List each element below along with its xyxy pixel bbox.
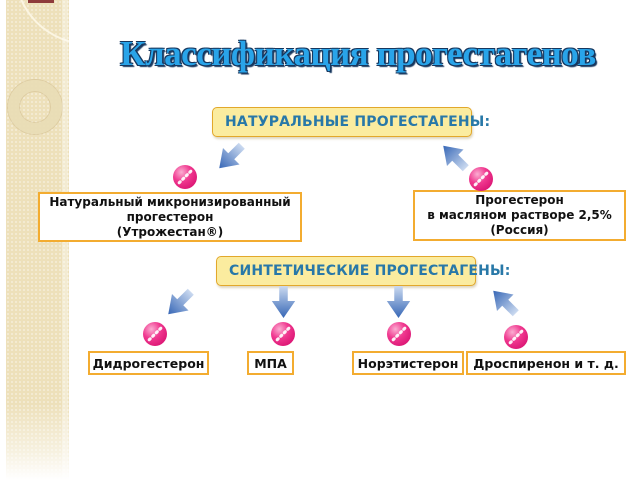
heading-pill-background <box>216 256 476 286</box>
decorative-circle-icon <box>14 0 69 45</box>
text-line: Дроспиренон и т. д. <box>473 355 619 371</box>
pill-sphere-icon <box>387 322 411 346</box>
arrow-up-left-icon <box>443 145 469 172</box>
arrow-down-icon <box>271 286 296 318</box>
natural-group-heading-text: НАТУРАЛЬНЫЕ ПРОГЕСТАГЕНЫ: <box>225 114 491 130</box>
synthetic-item-norethisterone-box: Норэтистерон <box>352 351 464 375</box>
decorative-ring-icon <box>8 80 62 134</box>
text-line: Прогестерон <box>475 193 564 207</box>
pill-sphere-icon <box>504 325 528 349</box>
synthetic-item-mpa-box: МПА <box>247 351 294 375</box>
arrow-down-left-icon <box>219 142 245 169</box>
top-accent-line <box>28 0 54 3</box>
text-line: (Россия) <box>490 223 549 237</box>
text-line: прогестерон <box>126 209 214 224</box>
text-line: в масляном растворе 2,5% <box>427 208 612 222</box>
arrow-down-left-icon <box>168 288 194 315</box>
pill-sphere-icon <box>143 322 167 346</box>
slide-title: Классификация прогестагенов <box>120 34 596 73</box>
text-line: Натуральный микронизированный <box>49 194 291 209</box>
synthetic-item-drospirenone-box: Дроспиренон и т. д. <box>466 351 626 375</box>
text-line: (Утрожестан®) <box>116 224 224 239</box>
natural-item-utrogestan-box: Натуральный микронизированный прогестеро… <box>38 192 302 242</box>
pill-sphere-icon <box>173 165 197 189</box>
arrow-up-left-icon <box>493 290 519 317</box>
text-line: МПА <box>254 355 287 371</box>
text-line: Дидрогестерон <box>92 355 205 371</box>
natural-item-oil-solution-box: Прогестерон в масляном растворе 2,5% (Ро… <box>413 190 626 241</box>
synthetic-item-dydrogesterone-box: Дидрогестерон <box>88 351 209 375</box>
pill-sphere-icon <box>469 167 493 191</box>
natural-group-heading: НАТУРАЛЬНЫЕ ПРОГЕСТАГЕНЫ: <box>212 107 490 137</box>
pill-sphere-icon <box>271 322 295 346</box>
synthetic-group-heading: СИНТЕТИЧЕСКИЕ ПРОГЕСТАГЕНЫ: <box>216 256 511 286</box>
synthetic-group-heading-text: СИНТЕТИЧЕСКИЕ ПРОГЕСТАГЕНЫ: <box>229 263 511 279</box>
text-line: Норэтистерон <box>357 355 459 371</box>
heading-pill-background <box>212 107 472 137</box>
arrow-down-icon <box>386 286 411 318</box>
